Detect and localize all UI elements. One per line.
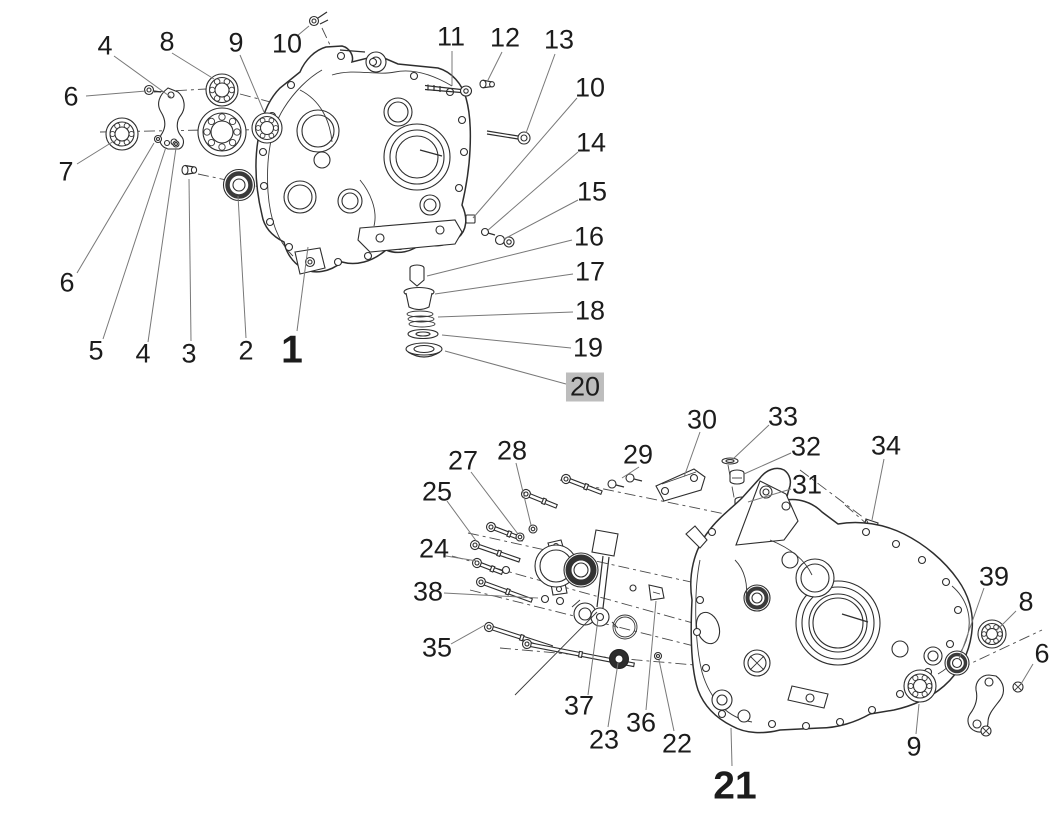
bearing-9-bottom [903, 669, 937, 703]
plug-3 [181, 164, 198, 176]
retainer-bracket [967, 674, 1005, 733]
leader-13-14 [525, 53, 556, 134]
washer-33 [721, 457, 739, 465]
leader-1-11 [296, 246, 309, 332]
leader-4-0 [113, 55, 173, 99]
leader-12-13 [486, 51, 503, 83]
bearing-7 [105, 117, 139, 151]
leader-35-28 [450, 624, 486, 645]
leader-3-9 [188, 178, 192, 342]
bracket-30 [655, 468, 706, 502]
bracket-4 [158, 87, 185, 150]
crank-seal [563, 552, 599, 588]
leader-27-24 [470, 471, 519, 535]
leader-7-5 [76, 140, 115, 165]
leader-6-37 [1020, 663, 1034, 685]
screw-14 [480, 227, 496, 237]
o-ring [612, 614, 638, 640]
leader-22-42 [658, 659, 675, 732]
leader-14-16 [486, 151, 579, 232]
leader-24-26 [445, 555, 478, 562]
bolts-29 [607, 473, 643, 489]
bolt-13 [486, 130, 531, 145]
leader-21-43 [730, 727, 733, 767]
leader-10-15 [472, 97, 578, 219]
leader-6-6 [76, 142, 155, 274]
leader-5-7 [102, 146, 167, 340]
leader-30-30 [683, 431, 701, 478]
leader-23-40 [607, 662, 619, 728]
seal-23 [609, 649, 629, 669]
spacer-12 [479, 79, 495, 89]
bearing-39 [944, 650, 970, 676]
leader-17-19 [434, 273, 574, 295]
case-bearing-dark [743, 584, 771, 612]
leader-15-17 [503, 199, 579, 240]
bearing-8 [205, 73, 239, 107]
leader-28-25 [515, 462, 532, 526]
leader-39-35 [958, 587, 985, 660]
leader-38-27 [443, 592, 539, 599]
tensioner-37 [571, 529, 619, 629]
leader-9-2 [239, 54, 265, 113]
leader-10-3 [296, 25, 310, 37]
leader-29-29 [621, 466, 640, 479]
main-bearing [197, 107, 247, 157]
leader-37-39 [587, 618, 599, 696]
bolt-11 [424, 84, 473, 97]
leader-4-8 [147, 147, 177, 343]
leader-19-21 [441, 334, 572, 349]
bolt-10 [308, 11, 329, 27]
dowel-10 [465, 214, 476, 224]
leader-34-34 [871, 458, 885, 521]
leader-18-20 [437, 311, 574, 318]
leader-20-22 [444, 350, 567, 385]
leader-8-1 [171, 52, 215, 80]
leader-31-33 [747, 488, 792, 503]
bushing-32 [729, 469, 745, 485]
leader-8-36 [995, 610, 1017, 632]
leader-6-4 [85, 90, 147, 97]
leader-2-10 [237, 195, 247, 339]
leader-16-18 [426, 239, 573, 277]
leader-25-23 [446, 500, 478, 543]
leader-36-41 [645, 600, 657, 711]
crankcase-1-drawing [99, 11, 531, 358]
screws-6 [980, 681, 1024, 737]
crankcase-21-drawing [451, 457, 1043, 737]
leader-lines [76, 25, 1034, 767]
leader-9-38 [915, 703, 920, 735]
wedge-36 [648, 584, 665, 601]
small-studs [501, 524, 637, 606]
bearing-8-bottom [977, 619, 1007, 649]
leader-33-31 [732, 424, 770, 460]
leader-32-32 [743, 452, 792, 475]
oil-seal-2 [222, 168, 256, 202]
relief-valve-stack [403, 264, 443, 358]
bearing-9 [251, 112, 283, 144]
switch-15 [494, 234, 515, 248]
